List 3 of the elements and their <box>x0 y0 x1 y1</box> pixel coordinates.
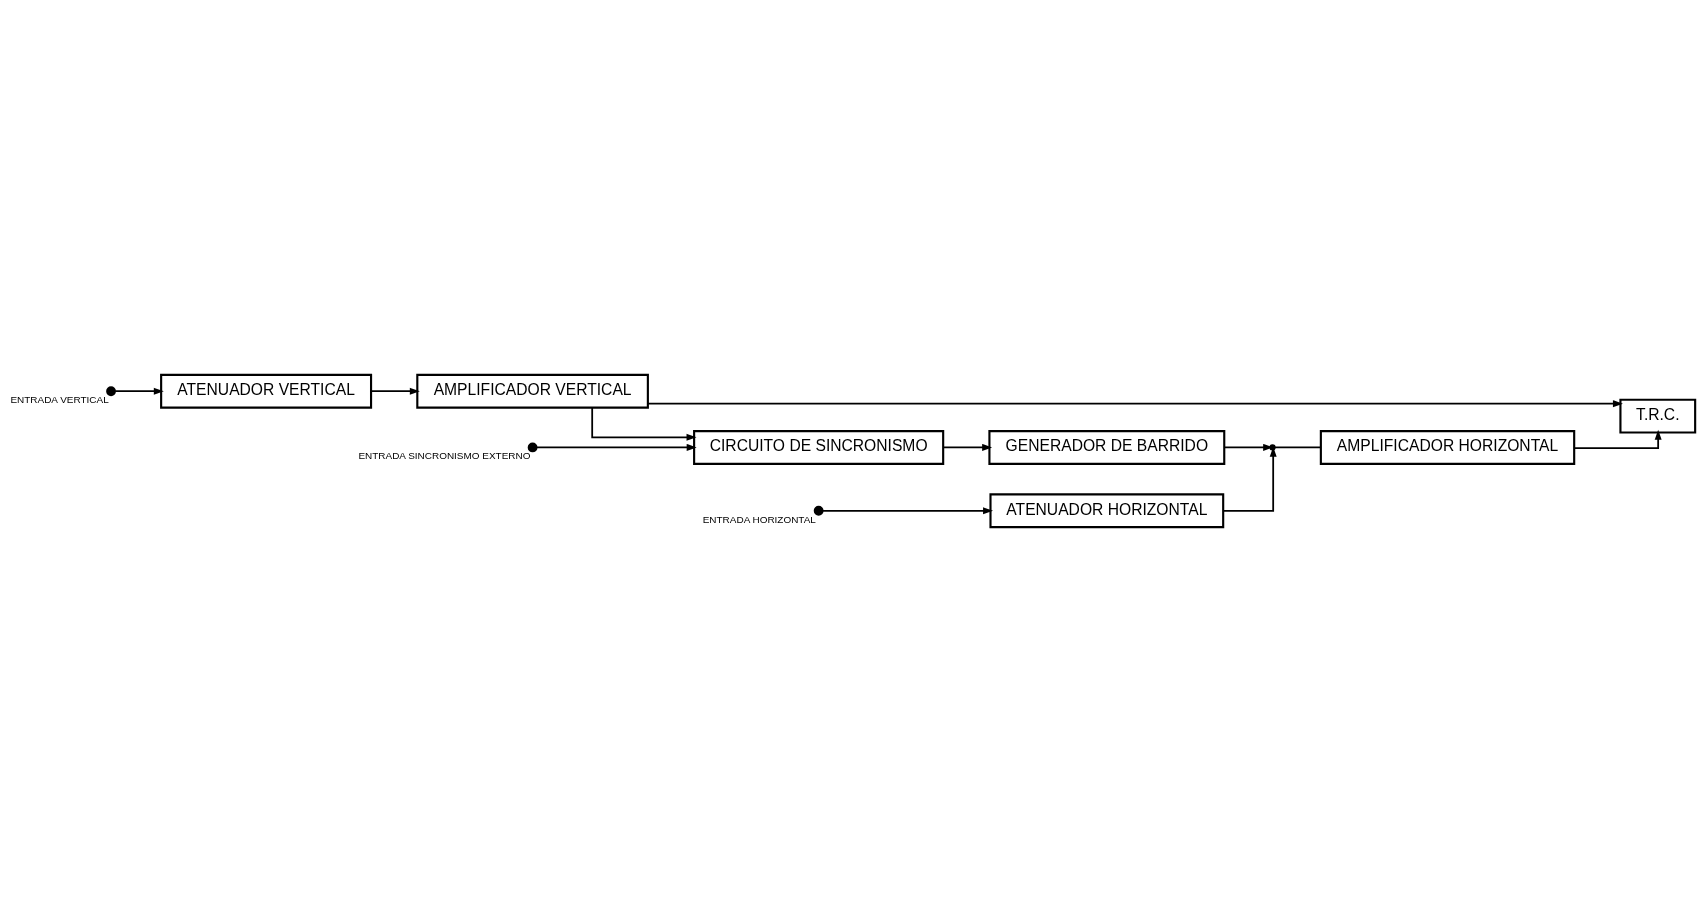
node-label: ENTRADA SINCRONISMO EXTERNO <box>357 450 530 462</box>
node-label: ENTRADA HORIZONTAL <box>702 513 816 525</box>
node-label: ENTRADA VERTICAL <box>9 394 109 406</box>
